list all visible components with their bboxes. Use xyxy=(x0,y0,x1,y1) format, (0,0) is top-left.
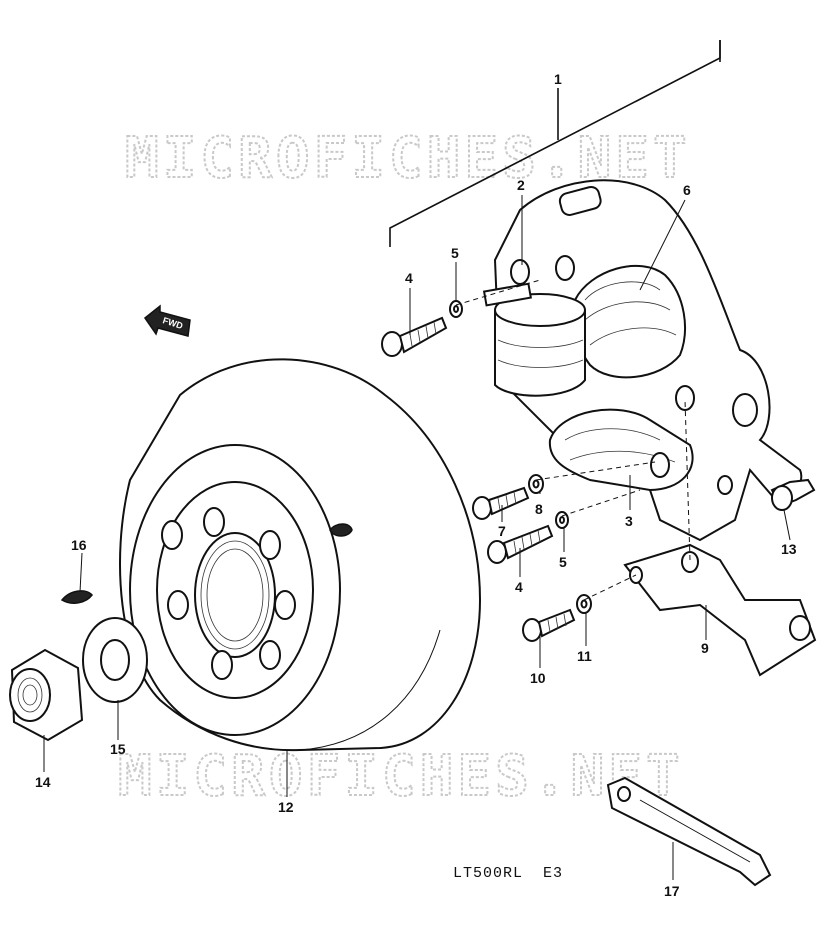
screw-4-bottom xyxy=(487,524,554,564)
washer-5-bottom xyxy=(555,511,569,529)
wire-clamp xyxy=(606,776,772,887)
fwd-arrow-icon: FWD xyxy=(143,304,191,337)
callout-3: 3 xyxy=(625,513,633,529)
stator-assembly xyxy=(482,179,817,677)
callout-2: 2 xyxy=(517,177,525,193)
flywheel-rotor xyxy=(119,358,482,752)
washer-8 xyxy=(528,474,544,494)
watermark-bottom: MICROFICHES.NET xyxy=(118,744,684,809)
woodruff-key xyxy=(60,590,93,604)
callout-8: 8 xyxy=(535,501,543,517)
washer-11 xyxy=(576,594,592,614)
callout-4-bottom: 4 xyxy=(515,579,523,595)
screw-7 xyxy=(472,486,530,520)
callout-9: 9 xyxy=(701,640,709,656)
assembly-bracket xyxy=(389,40,721,247)
grommet-13 xyxy=(770,478,816,511)
callout-13: 13 xyxy=(781,541,797,557)
callout-16: 16 xyxy=(71,537,87,553)
callout-11: 11 xyxy=(577,648,592,664)
washer-15 xyxy=(82,617,148,703)
washer-5-top xyxy=(449,300,463,318)
screw-10 xyxy=(522,608,576,642)
callout-labels: 1 2 3 4 4 5 5 6 7 8 9 10 11 12 13 14 15 … xyxy=(35,71,797,899)
callout-5-top: 5 xyxy=(451,245,459,261)
callout-1: 1 xyxy=(554,71,562,87)
alignment-lines xyxy=(455,279,691,601)
rotor-nut xyxy=(9,648,84,742)
callout-15: 15 xyxy=(110,741,126,757)
callout-10: 10 xyxy=(530,670,546,686)
screw-4-top xyxy=(381,316,448,357)
leader-lines xyxy=(43,195,791,880)
callout-7: 7 xyxy=(498,523,506,539)
callout-12: 12 xyxy=(278,799,294,815)
callout-17: 17 xyxy=(664,883,680,899)
callout-6: 6 xyxy=(683,182,691,198)
model-code: LT500RL E3 xyxy=(453,865,563,882)
callout-4-top: 4 xyxy=(405,270,413,286)
callout-5-bottom: 5 xyxy=(559,554,567,570)
callout-14: 14 xyxy=(35,774,51,790)
